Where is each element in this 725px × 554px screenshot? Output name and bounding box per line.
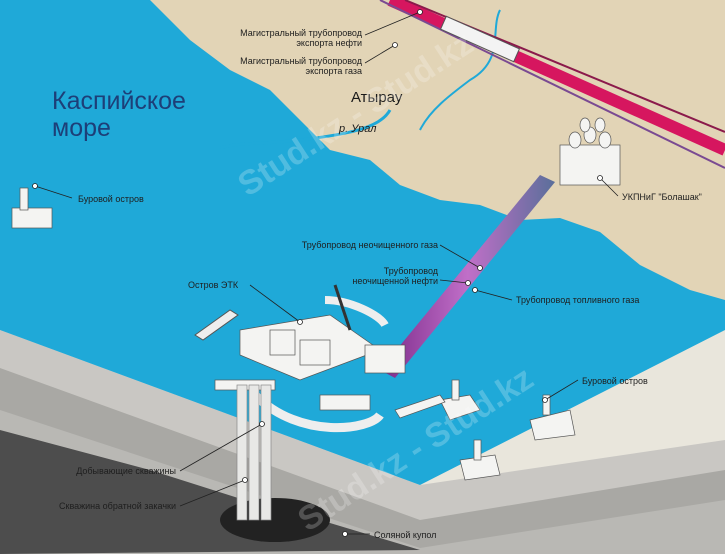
drilling-island-right-label: Буровой остров [582, 376, 648, 386]
well-columns [236, 384, 272, 521]
gas-export-pipe [379, 0, 725, 169]
etk-ring [251, 391, 384, 433]
raw-gas-pipe-label: Трубопровод неочищенного газа [301, 240, 438, 250]
fuel-gas-pipe-label: Трубопровод топливного газа [516, 295, 640, 305]
etk-breakwater [194, 309, 239, 341]
drilling-island-left [11, 187, 53, 229]
salt-dome-label: Соляной купол [374, 530, 437, 540]
etk-ring-top [324, 296, 389, 328]
train [439, 15, 521, 63]
river-2 [419, 9, 501, 131]
gas-pipeline-label: Магистральный трубопровод экспорта газа [240, 56, 362, 76]
injection-well-label: Скважина обратной закачки [59, 501, 176, 511]
pipeline-bundle [380, 175, 555, 378]
land [150, 0, 725, 300]
drilling-island-left-label: Буровой остров [78, 194, 144, 204]
sea-title: Каспийское море [52, 88, 186, 142]
sea-title-line2: море [52, 114, 111, 142]
salt-dome [220, 498, 330, 542]
river-label: р. Урал [339, 123, 377, 135]
bolashak-label: УКПНиГ "Болашак" [622, 192, 702, 202]
leader-lines [32, 9, 619, 537]
production-wells-label: Добывающие скважины [76, 466, 176, 476]
sea-title-line1: Каспийское [52, 87, 186, 115]
city-label: Атырау [351, 89, 403, 106]
raw-oil-pipe-label: Трубопровод неочищенной нефти [352, 266, 438, 286]
drilling-islands-right [394, 379, 576, 481]
oil-pipeline-label: Магистральный трубопровод экспорта нефти [240, 28, 362, 48]
etk-island-label: Остров ЭТК [188, 280, 239, 290]
bolashak-plant [559, 117, 621, 186]
river-ural [219, 109, 392, 150]
